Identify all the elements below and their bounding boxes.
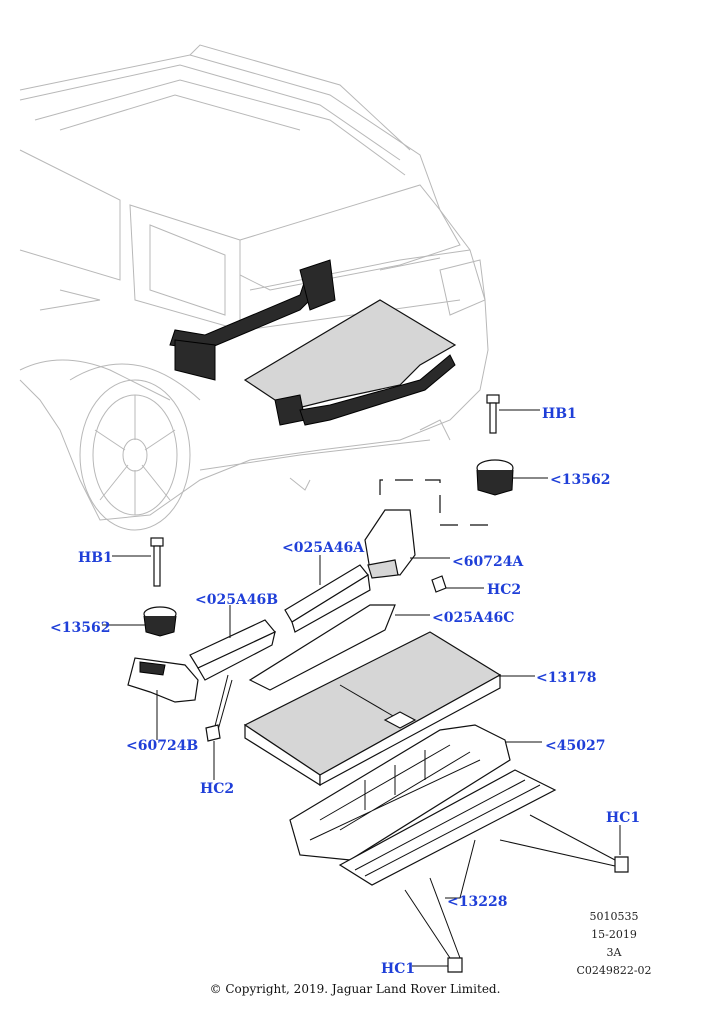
vehicle-outline <box>19 44 489 531</box>
callout-13228: <13228 <box>447 894 507 910</box>
callout-60724b: <60724B <box>126 738 198 754</box>
callout-45027: <45027 <box>545 738 605 754</box>
info-line-1: 5010535 <box>590 910 639 923</box>
trim-strip-025a46b <box>189 605 276 681</box>
callout-hb1-left: HB1 <box>78 550 113 566</box>
callout-13178: <13178 <box>536 670 596 686</box>
callout-hc2-right: HC2 <box>487 582 521 598</box>
callout-hb1-right: HB1 <box>542 406 577 422</box>
copyright-notice: © Copyright, 2019. Jaguar Land Rover Lim… <box>210 982 501 996</box>
info-line-3: 3A <box>607 946 623 959</box>
bolt-hb1-left <box>112 537 164 587</box>
bracket-13562-left <box>102 606 177 637</box>
callout-025a46c: <025A46C <box>432 610 514 626</box>
bolt-hb1-right <box>486 394 540 434</box>
clip-hc2-right <box>431 575 484 593</box>
callout-025a46b: <025A46B <box>195 592 278 608</box>
info-block: 5010535 15-2019 3A C0249822-02 <box>576 910 651 977</box>
callout-13562-left: <13562 <box>50 620 110 636</box>
dashed-guide <box>379 479 492 526</box>
side-trim-60724b <box>127 657 199 740</box>
callout-13562-right: <13562 <box>550 472 610 488</box>
callout-025a46a: <025A46A <box>282 540 365 556</box>
trim-strip-025a46c <box>248 604 430 691</box>
clip-hc1-right <box>499 814 629 873</box>
clip-hc2-left <box>205 674 233 780</box>
clip-hc1-bottom <box>404 877 463 973</box>
callout-hc1-bottom: HC1 <box>381 961 415 977</box>
bracket-13562-right <box>476 459 548 496</box>
storage-tray-45027 <box>289 724 542 861</box>
callout-hc1-right: HC1 <box>606 810 640 826</box>
info-line-2: 15-2019 <box>591 928 637 941</box>
installed-floor-assembly <box>169 259 457 426</box>
trim-strip-025a46a <box>284 555 371 633</box>
info-line-4: C0249822-02 <box>576 964 651 977</box>
side-trim-60724a <box>364 509 450 579</box>
load-floor-13178 <box>243 631 535 787</box>
sill-plate-13228 <box>338 769 557 899</box>
callout-60724a: <60724A <box>452 554 524 570</box>
callout-hc2-left: HC2 <box>200 781 234 797</box>
